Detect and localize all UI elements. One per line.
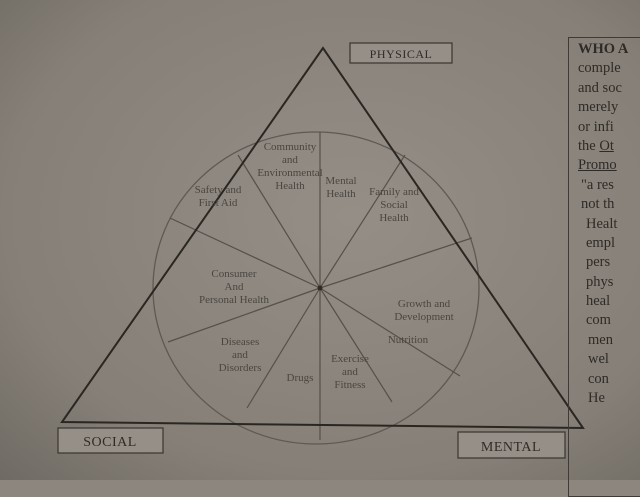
wheel-spoke [319,287,393,403]
wheel-spoke [319,237,473,289]
text-line: empl [586,234,615,251]
segment-label: Nutrition [388,334,429,346]
text-line: and soc [578,79,622,96]
who-definition-textbox: WHO A comple and soc merely or infi the Ot Pro… [568,37,640,497]
wheel-spoke [237,154,321,289]
text-line: not th [581,196,615,213]
wheel-spoke [169,217,321,289]
wheel-spoke [246,287,321,409]
text-line: con [588,370,609,387]
text-line: heal [586,293,611,310]
text-line: Promo [578,157,617,174]
svg-text:MENTAL: MENTAL [481,440,541,455]
text-line: phys [586,273,614,290]
text-line: pers [586,254,611,271]
wheel-center [317,285,323,291]
corner-mental: MENTAL [457,431,566,459]
text-line: "a res [581,176,614,193]
text-line: or infi [578,118,614,135]
svg-text:PHYSICAL: PHYSICAL [370,47,433,61]
text-line: merely [578,99,619,116]
text-line: com [586,312,611,329]
text-line: men [588,331,613,348]
text-line: WHO A [578,41,629,57]
wheel-spoke [319,154,406,289]
wheel-spoke [319,287,461,377]
svg-text:SOCIAL: SOCIAL [83,435,137,450]
corner-physical: PHYSICAL [349,42,453,64]
wheel-circle [152,131,480,445]
text-line: the Ot [578,137,614,154]
text-line: wel [588,351,609,368]
corner-social: SOCIAL [57,427,164,454]
text-line: Healt [586,215,618,232]
segment-label: Drugs [287,372,314,384]
wheel-spoke [167,287,321,343]
triangle [60,46,585,430]
text-line: He [588,390,605,407]
text-line: comple [578,60,621,77]
